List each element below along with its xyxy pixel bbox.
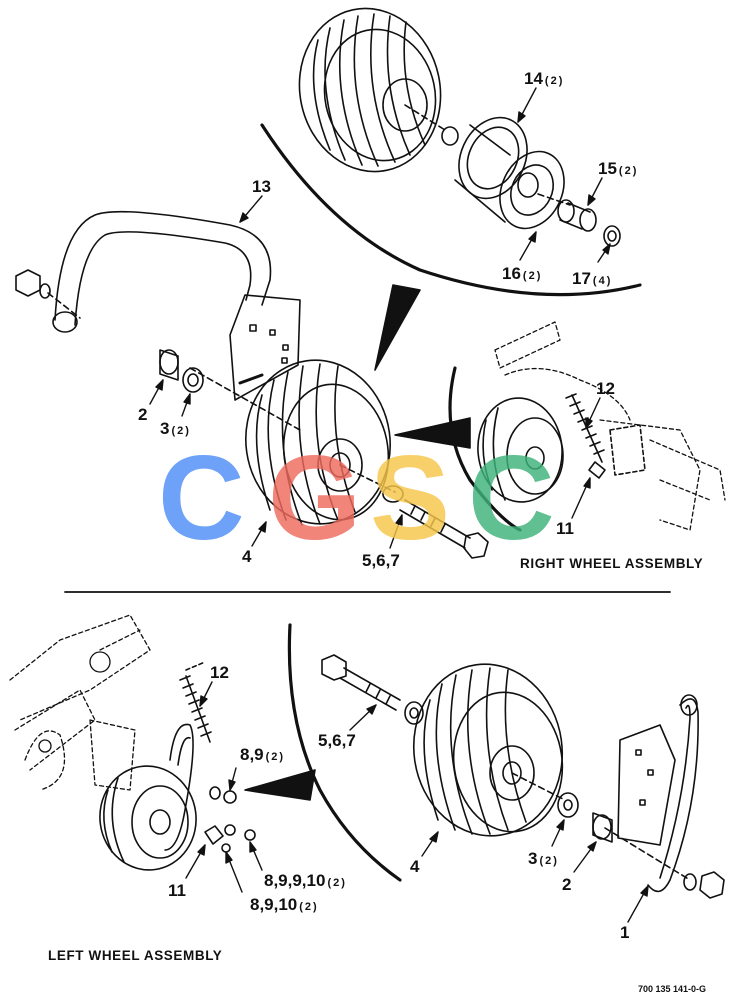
lower-tire [412,663,566,837]
right-tire [244,359,396,526]
top-tire [298,7,446,173]
detail-arc-top [260,123,642,297]
lower-mount-plate [617,724,676,846]
lower-axle-bolt [321,654,401,711]
detail-arc-right [448,366,522,532]
left-assembly-small-wheel [99,765,197,871]
callout-8-9-9-10: 8,9,9,10(2) [264,871,347,890]
lower-spacer-2 [592,812,613,843]
callout-15: 15(2) [598,159,639,178]
callout-1-lower: 1 [620,923,630,942]
callout-8-9-lower: 8,9(2) [240,745,286,764]
right-hex-nut [15,269,81,319]
callout-8-9-10: 8,9,10(2) [250,895,319,914]
callout-5-6-7-lower: 5,6,7 [318,731,356,750]
right-bolt-washer [382,485,404,503]
right-assembly-small-wheel [477,397,564,503]
leader-lines [149,87,649,923]
callout-3-upper: 3(2) [160,419,191,438]
top-nut [603,225,621,247]
callout-11-lower: 11 [168,881,186,900]
left-assembly-spring [179,661,212,743]
left-wheel-assembly-title: LEFT WHEEL ASSEMBLY [48,948,223,963]
watermark-letter-c2: C [468,431,555,565]
callout-13: 13 [252,177,271,196]
callout-5-6-7-upper: 5,6,7 [362,551,400,570]
left-assembly-handle [164,723,194,851]
right-assembly-sketch [494,321,726,531]
callout-14: 14(2) [524,69,565,88]
callout-2-lower: 2 [562,875,572,894]
detail-pointer-top [374,284,421,371]
detail-arc-lower [287,623,402,882]
left-assembly-frame-sketch [9,614,151,791]
right-assembly-spring [565,393,606,479]
callout-4-lower: 4 [410,857,420,876]
right-axle-bolt [399,499,489,559]
lower-washer-3 [557,792,579,818]
detail-pointer-lower [244,769,316,801]
detail-pointer-right [394,417,471,449]
right-spacer-2 [159,349,179,381]
callout-2-upper: 2 [138,405,148,424]
callout-16: 16(2) [502,264,543,283]
callout-17: 17(4) [572,269,613,288]
callout-4-upper: 4 [242,547,252,566]
watermark-letter-s: S [370,431,451,565]
callout-3-lower: 3(2) [528,849,559,868]
drawing-code: 700 135 141-0-G [638,984,707,994]
right-washer-3 [182,367,204,393]
callout-12-upper: 12 [596,379,615,398]
callout-12-lower: 12 [210,663,229,682]
watermark-letter-g: G [268,431,362,565]
top-bearing-cylinder [557,199,597,232]
lower-bolt-washer [404,701,424,725]
lower-hex-nut [699,871,725,899]
callout-11-upper: 11 [556,519,574,538]
lower-handle-bar-1 [647,694,699,893]
top-washer [441,126,459,146]
right-handle-bar [52,210,272,333]
left-assembly-hardware [204,786,256,853]
watermark-letter-c1: C [158,431,245,565]
top-hub-rim [454,116,571,230]
right-wheel-assembly-title: RIGHT WHEEL ASSEMBLY [520,556,704,571]
